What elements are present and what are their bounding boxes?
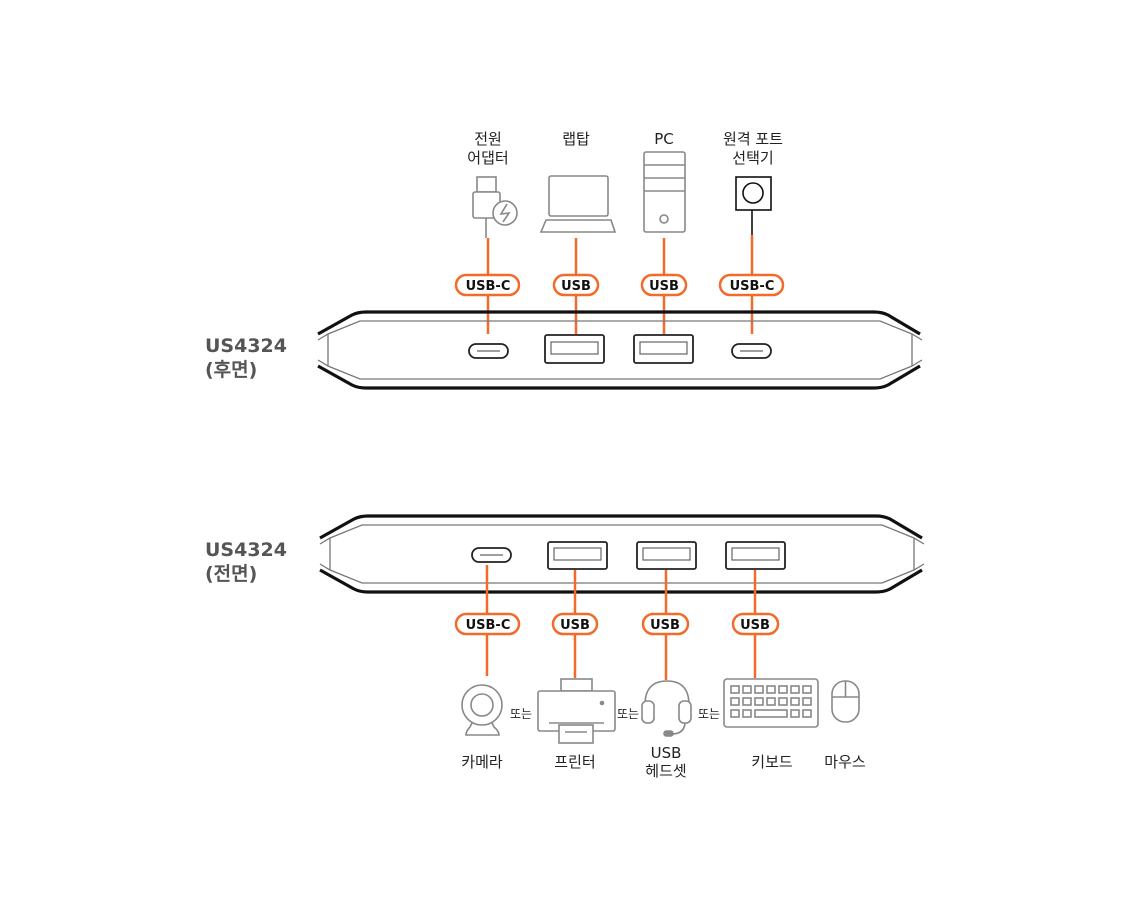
keyboard-key (778, 697, 788, 706)
power-adapter-icon (472, 176, 518, 238)
keyboard-key (730, 709, 740, 718)
keyboard-key (742, 685, 752, 694)
front-usb-a-port-2 (636, 541, 697, 570)
keyboard-key (790, 709, 800, 718)
rear-usb-c-port-2 (731, 343, 772, 359)
keyboard-key (742, 697, 752, 706)
keyboard-key (742, 709, 752, 718)
front-port-tag-usb-2: USB (641, 612, 690, 636)
keyboard-key (754, 685, 764, 694)
front-device-body (319, 514, 925, 594)
front-port-tag-usb-1: USB (551, 612, 599, 636)
rear-usb-a-port-2 (633, 334, 694, 364)
front-device-name: US4324 (205, 539, 287, 561)
remote-selector-label-2: 선택기 (732, 149, 773, 167)
keyboard-key (802, 697, 812, 706)
rear-port-tag-usb-c-1: USB-C (454, 273, 521, 297)
laptop-icon (539, 175, 617, 233)
keyboard-key (754, 697, 764, 706)
svg-text:USB-C: USB-C (730, 279, 775, 294)
front-usb-a-port-3 (725, 541, 786, 570)
keyboard-label: 키보드 (751, 753, 793, 771)
front-device-side: (전면) (205, 563, 257, 585)
svg-text:USB: USB (561, 279, 591, 294)
or-label-1: 또는 (510, 707, 532, 721)
rear-port-tag-usb-2: USB (640, 273, 688, 297)
rear-device-name: US4324 (205, 335, 287, 357)
printer-label: 프린터 (554, 753, 595, 771)
front-port-tag-usb-3: USB (731, 612, 780, 636)
svg-text:USB: USB (650, 618, 680, 633)
svg-text:USB: USB (740, 618, 770, 633)
keyboard-key (730, 685, 740, 694)
headset-icon (641, 680, 692, 737)
keyboard-key (790, 697, 800, 706)
keyboard-key (802, 685, 812, 694)
svg-text:USB-C: USB-C (466, 618, 511, 633)
keyboard-key (754, 709, 788, 718)
rear-usb-c-port-1 (468, 343, 509, 359)
keyboard-key (778, 685, 788, 694)
keyboard-key (766, 685, 776, 694)
rear-usb-a-port-1 (544, 334, 605, 364)
pc-tower-icon (643, 151, 686, 233)
keyboard-key (790, 685, 800, 694)
printer-icon (537, 678, 616, 744)
camera-icon (461, 684, 503, 736)
power-adapter-label-2: 어댑터 (467, 149, 508, 167)
rear-port-tag-usb-1: USB (552, 273, 600, 297)
keyboard-icon (723, 678, 819, 728)
svg-text:USB-C: USB-C (466, 279, 511, 294)
laptop-label: 랩탑 (562, 130, 590, 148)
rear-port-tag-usb-c-2: USB-C (718, 273, 785, 297)
headset-label-1: USB (651, 744, 682, 762)
front-port-tag-usb-c: USB-C (454, 612, 521, 636)
rear-device-body (317, 310, 923, 390)
or-label-2: 또는 (617, 707, 639, 721)
rear-device-side: (후면) (205, 359, 257, 381)
front-usb-c-port (471, 547, 512, 563)
svg-text:USB: USB (560, 618, 590, 633)
mouse-icon (831, 680, 860, 723)
svg-text:USB: USB (649, 279, 679, 294)
camera-label: 카메라 (461, 753, 503, 771)
headset-label-2: 헤드셋 (645, 762, 686, 780)
mouse-label: 마우스 (824, 753, 866, 771)
keyboard-key (766, 697, 776, 706)
pc-label: PC (654, 130, 674, 148)
keyboard-key (730, 697, 740, 706)
or-label-3: 또는 (698, 707, 720, 721)
keyboard-key (802, 709, 812, 718)
remote-selector-label-1: 원격 포트 (723, 130, 783, 148)
front-usb-a-port-1 (547, 541, 608, 570)
power-adapter-label-1: 전원 (474, 130, 502, 148)
remote-selector-icon (735, 176, 772, 235)
